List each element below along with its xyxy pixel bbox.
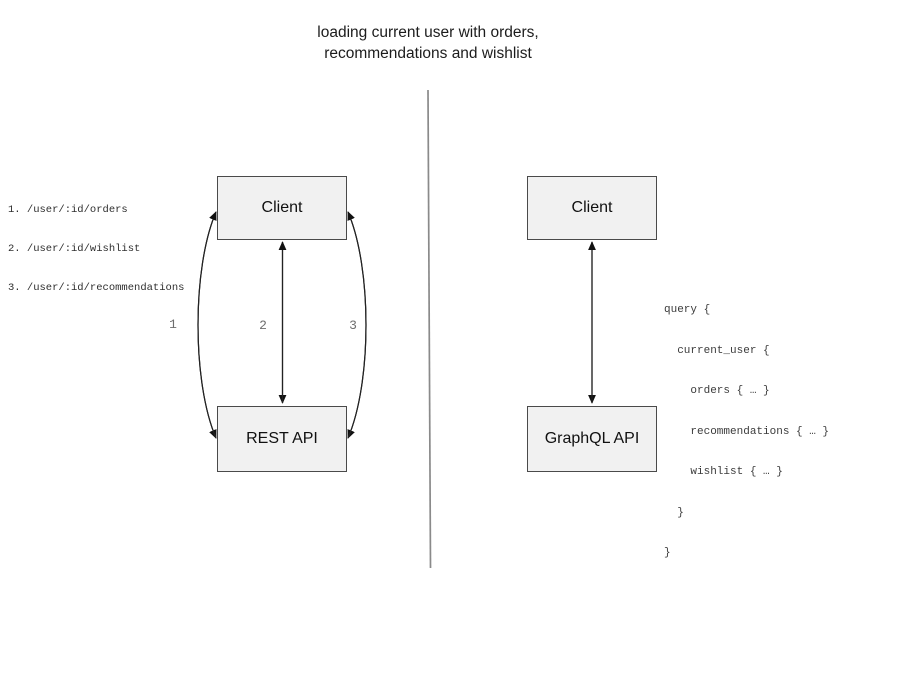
rest-client-label: Client xyxy=(261,199,303,216)
rest-client-box: Client xyxy=(217,176,347,240)
rest-api-label: REST API xyxy=(246,430,318,447)
query-line: orders { … } xyxy=(664,385,770,397)
rest-request-arrow-1 xyxy=(197,211,217,439)
diagram-title: loading current user with orders, recomm… xyxy=(317,24,539,62)
query-line: } xyxy=(664,547,671,559)
arrow-label-2: 2 xyxy=(259,318,267,333)
endpoint-line-orders: 1. /user/:id/orders xyxy=(8,204,128,216)
rest-endpoint-list: 1. /user/:id/orders 2. /user/:id/wishlis… xyxy=(8,178,184,321)
rest-api-box: REST API xyxy=(217,406,347,472)
query-line: } xyxy=(664,506,684,519)
graphql-client-label: Client xyxy=(571,199,613,216)
endpoint-line-wishlist: 2. /user/:id/wishlist xyxy=(8,243,141,255)
graphql-api-box: GraphQL API xyxy=(527,406,657,472)
rest-request-arrow-3-return xyxy=(347,211,367,439)
graphql-query-snippet: query { current_user { orders { … } reco… xyxy=(664,277,829,588)
query-line: recommendations { … } xyxy=(664,425,830,438)
query-line: wishlist { … } xyxy=(664,466,783,478)
query-line: current_user { xyxy=(664,344,770,357)
graphql-api-label: GraphQL API xyxy=(544,430,640,447)
divider-line xyxy=(427,89,432,569)
query-line: query { xyxy=(664,304,711,316)
arrow-label-3: 3 xyxy=(349,318,357,333)
endpoint-line-recommendations: 3. /user/:id/recommendations xyxy=(8,282,185,294)
rest-request-arrow-1-return xyxy=(197,211,217,439)
graphql-client-box: Client xyxy=(527,176,657,240)
arrow-label-1: 1 xyxy=(169,317,177,332)
